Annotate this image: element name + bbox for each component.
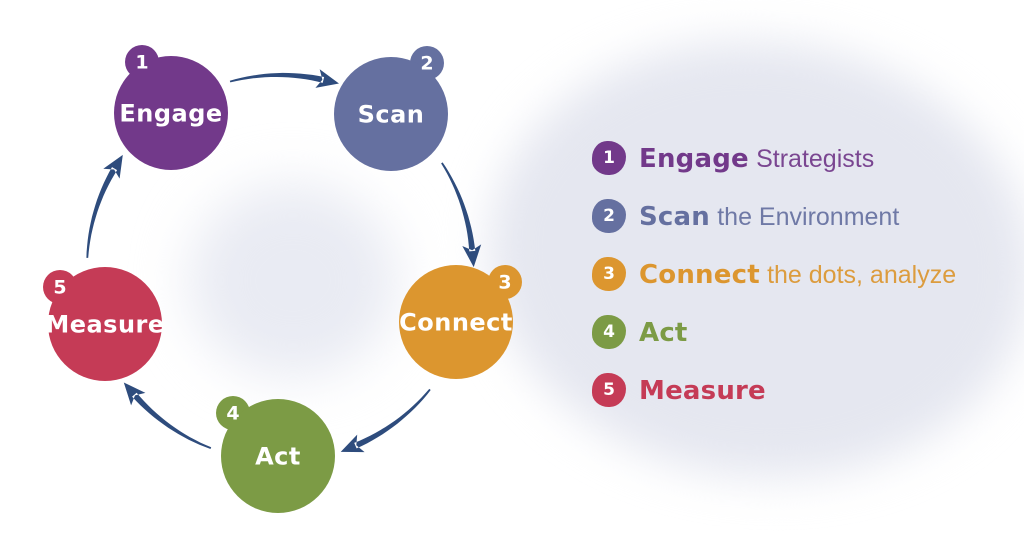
legend-keyword: Measure xyxy=(639,375,766,406)
step-label: Engage xyxy=(119,100,222,128)
legend-label: Measure xyxy=(639,375,766,406)
cycle-arrows xyxy=(86,69,482,453)
legend: 1 Engage Strategists 2 Scan the Environm… xyxy=(592,141,956,407)
cycle-step-act: 4 Act xyxy=(216,396,335,513)
legend-rest: the Environment xyxy=(717,202,900,231)
cycle-step-measure: 5 Measure xyxy=(43,267,164,381)
step-number: 2 xyxy=(420,53,433,75)
step-number: 4 xyxy=(226,403,239,425)
legend-label: Act xyxy=(639,317,688,348)
legend-badge-1: 1 xyxy=(592,141,626,175)
legend-item-connect: 3 Connect the dots, analyze xyxy=(592,257,956,291)
legend-badge-4: 4 xyxy=(592,315,626,349)
step-label: Act xyxy=(255,443,301,471)
legend-rest: Strategists xyxy=(756,144,875,173)
legend-keyword: Engage xyxy=(639,143,749,174)
legend-badge-5: 5 xyxy=(592,373,626,407)
step-circle xyxy=(399,265,513,379)
cycle-arrow xyxy=(340,388,431,453)
legend-item-scan: 2 Scan the Environment xyxy=(592,199,956,233)
legend-item-act: 4 Act xyxy=(592,315,956,349)
step-circle xyxy=(114,56,228,170)
cycle-arrow xyxy=(441,162,482,268)
step-circle xyxy=(48,267,162,381)
cycle-step-connect: 3 Connect xyxy=(399,265,522,379)
legend-badge-2: 2 xyxy=(592,199,626,233)
cycle-arrow xyxy=(86,154,123,258)
step-circle xyxy=(221,399,335,513)
legend-label: Scan the Environment xyxy=(639,201,899,232)
legend-rest: the dots, analyze xyxy=(767,260,957,289)
cycle-step-engage: 1 Engage xyxy=(114,45,228,170)
cycle-arrow xyxy=(229,69,339,88)
step-label: Measure xyxy=(45,311,164,339)
cycle-step-scan: 2 Scan xyxy=(334,46,448,171)
step-label: Connect xyxy=(399,309,513,337)
legend-label: Engage Strategists xyxy=(639,143,874,174)
step-number: 3 xyxy=(498,272,511,294)
background-blob-center xyxy=(188,183,398,378)
legend-item-measure: 5 Measure xyxy=(592,373,956,407)
cycle-arrow xyxy=(123,382,212,449)
step-label: Scan xyxy=(358,101,425,129)
legend-keyword: Act xyxy=(639,317,688,348)
legend-keyword: Connect xyxy=(639,259,760,290)
legend-keyword: Scan xyxy=(639,201,710,232)
step-number: 5 xyxy=(53,277,66,299)
legend-badge-3: 3 xyxy=(592,257,626,291)
legend-item-engage: 1 Engage Strategists xyxy=(592,141,956,175)
step-circle xyxy=(334,57,448,171)
step-number: 1 xyxy=(135,52,148,74)
legend-label: Connect the dots, analyze xyxy=(639,259,956,290)
